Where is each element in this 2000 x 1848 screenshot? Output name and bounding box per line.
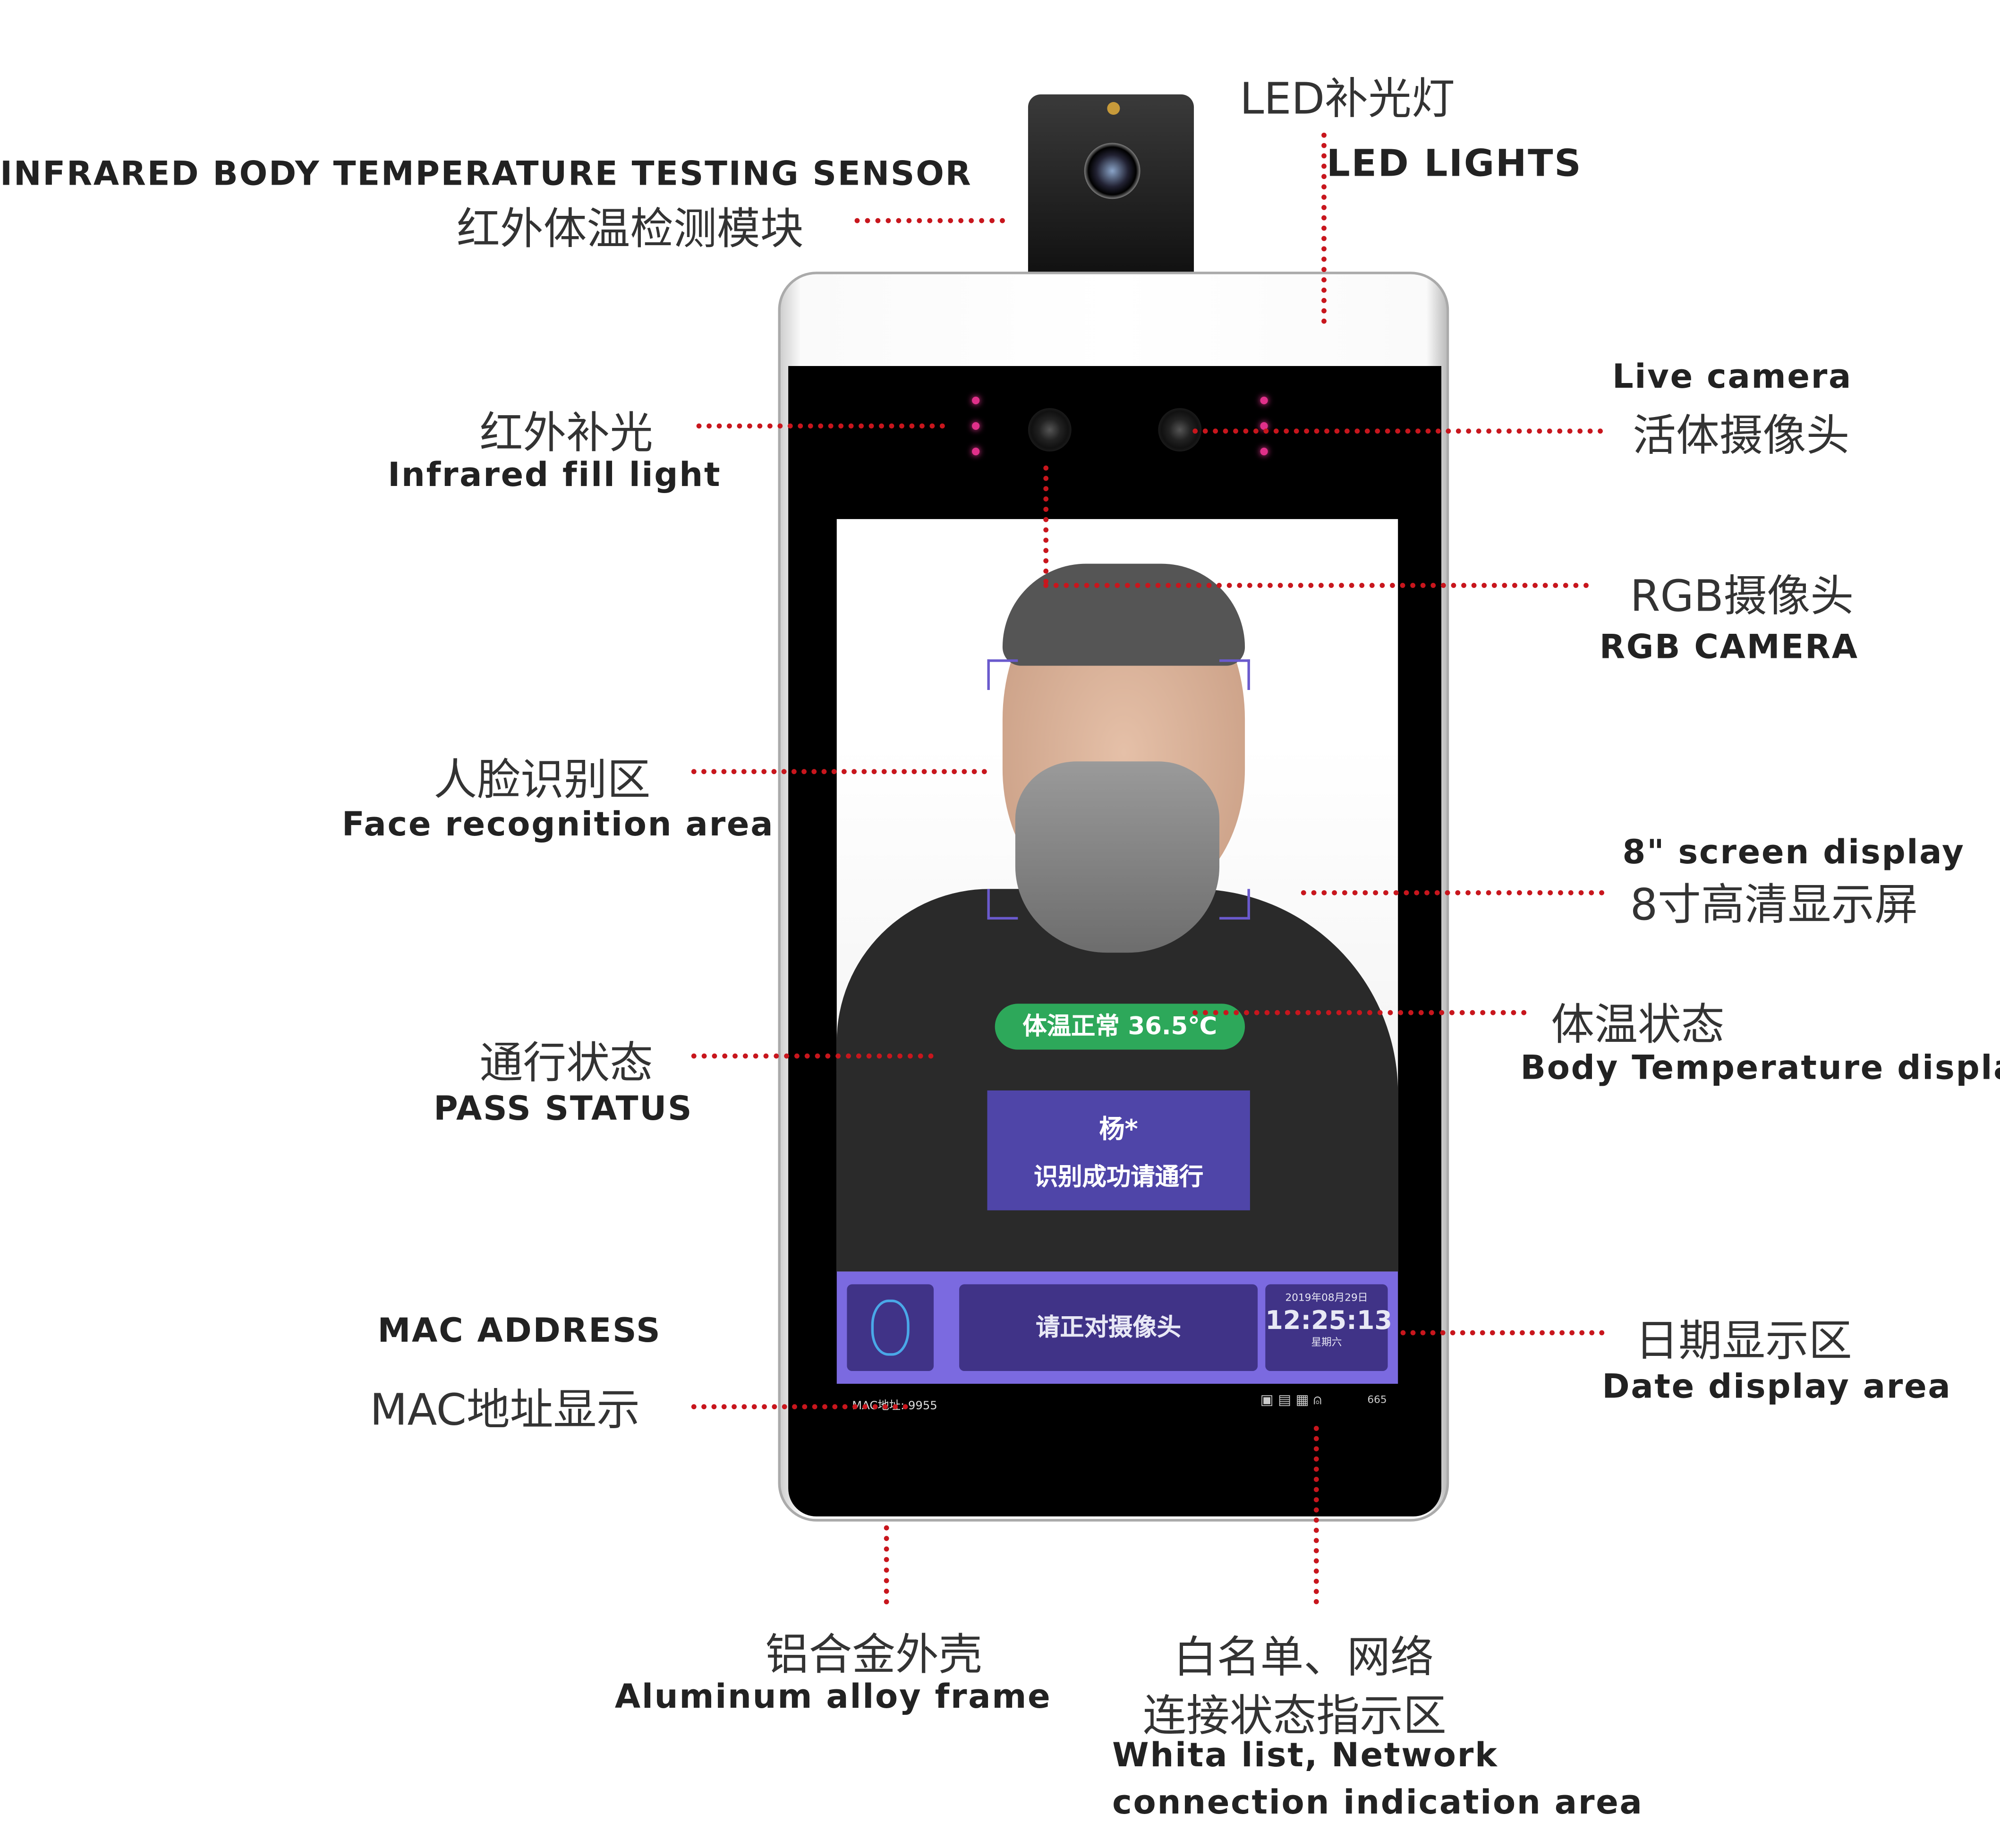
ir-light: [972, 422, 980, 430]
label-irfill-en: Infrared fill light: [388, 456, 722, 495]
label-mac-zh: MAC地址显示: [370, 1385, 640, 1436]
leader-line: [1400, 1330, 1605, 1336]
label-date-zh: 日期显示区: [1635, 1316, 1852, 1367]
label-mac-en: MAC ADDRESS: [377, 1312, 662, 1351]
label-wl-en1: Whita list, Network: [1112, 1737, 1498, 1776]
label-face-en: Face recognition area: [341, 806, 774, 844]
leader-line: [1313, 1426, 1319, 1605]
label-sensor-zh: 红外体温检测模块: [456, 204, 804, 255]
date-text: 2019年08月29日: [1285, 1292, 1368, 1303]
label-bodytemp-zh: 体温状态: [1551, 1000, 1725, 1051]
label-live-zh: 活体摄像头: [1633, 410, 1850, 462]
leader-line: [1301, 890, 1605, 895]
whitelist-count: 665: [1367, 1394, 1387, 1405]
leader-line: [854, 218, 1005, 223]
face-frame-corner: [987, 659, 1018, 690]
label-screen-en: 8" screen display: [1622, 834, 1965, 873]
label-led-zh: LED补光灯: [1240, 74, 1455, 125]
leader-line: [691, 769, 987, 775]
weekday-text: 星期六: [1311, 1337, 1342, 1348]
camera-feed: 体温正常 36.5℃ 杨* 识别成功请通行: [836, 519, 1398, 1272]
leader-line: [1043, 465, 1049, 584]
leader-line: [884, 1525, 889, 1605]
label-frame-zh: 铝合金外壳: [765, 1630, 982, 1681]
pass-message: 识别成功请通行: [1034, 1163, 1204, 1192]
face-mask: [1015, 761, 1220, 953]
label-wl-zh1: 白名单、网络: [1173, 1632, 1434, 1684]
leader-line: [1192, 428, 1604, 434]
rgb-camera-icon: [1028, 408, 1072, 451]
device-body: 体温正常 36.5℃ 杨* 识别成功请通行 请正对摄像头 2019年08月29日…: [778, 272, 1449, 1522]
network-status-icons: ▣ ▤ ▦ ⍝: [1260, 1391, 1322, 1408]
time-text: 12:25:13: [1265, 1304, 1393, 1336]
leader-line: [691, 1053, 934, 1059]
pass-status-panel: 杨* 识别成功请通行: [987, 1090, 1250, 1210]
label-rgb-zh: RGB摄像头: [1630, 571, 1854, 622]
face-frame-corner: [987, 889, 1018, 920]
infrared-sensor-module: [1028, 94, 1194, 273]
date-panel: 2019年08月29日 12:25:13 星期六: [1265, 1284, 1393, 1371]
leader-line: [1043, 583, 1590, 588]
leader-line: [1321, 132, 1327, 324]
label-face-zh: 人脸识别区: [434, 755, 651, 806]
face-frame-corner: [1219, 889, 1250, 920]
face-frame-corner: [1219, 659, 1250, 690]
ir-light: [1260, 447, 1268, 456]
ir-light: [972, 396, 980, 405]
leader-line: [696, 423, 945, 429]
label-screen-zh: 8寸高清显示屏: [1630, 880, 1918, 931]
ir-light: [1260, 396, 1268, 405]
label-pass-en: PASS STATUS: [434, 1090, 693, 1129]
ir-light: [1260, 422, 1268, 430]
label-wl-en2: connection indication area: [1112, 1784, 1643, 1823]
label-bodytemp-en: Body Temperature display: [1520, 1049, 2000, 1088]
ir-light: [972, 447, 980, 456]
person-name: 杨*: [1099, 1113, 1138, 1144]
label-led-en: LED LIGHTS: [1326, 141, 1583, 185]
person-hair: [1002, 563, 1245, 666]
bottom-info-bar: 请正对摄像头 2019年08月29日 12:25:13 星期六: [836, 1271, 1398, 1384]
leader-line: [691, 1404, 909, 1410]
leader-line: [1192, 1010, 1527, 1015]
label-date-en: Date display area: [1602, 1368, 1952, 1407]
indicator-led: [1107, 102, 1120, 115]
screen: 体温正常 36.5℃ 杨* 识别成功请通行 请正对摄像头 2019年08月29日…: [788, 366, 1442, 1516]
label-wl-zh2: 连接状态指示区: [1143, 1691, 1447, 1742]
label-live-en: Live camera: [1612, 358, 1853, 397]
label-irfill-zh: 红外补光: [479, 408, 653, 460]
face-scan-icon: [847, 1284, 934, 1371]
prompt-text: 请正对摄像头: [959, 1284, 1258, 1371]
label-pass-zh: 通行状态: [479, 1038, 653, 1090]
label-rgb-en: RGB CAMERA: [1599, 629, 1859, 667]
label-sensor-en: INFRARED BODY TEMPERATURE TESTING SENSOR: [0, 155, 972, 194]
label-frame-en: Aluminum alloy frame: [614, 1678, 1052, 1717]
sensor-lens-icon: [1084, 143, 1140, 199]
